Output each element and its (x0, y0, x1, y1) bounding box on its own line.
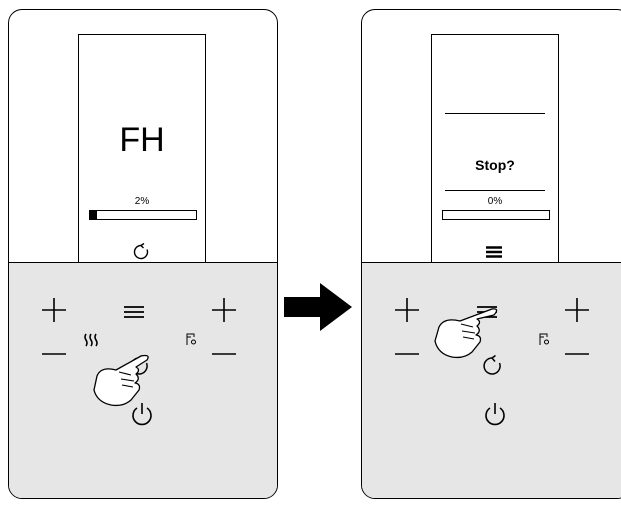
right-arrow-icon (284, 283, 354, 331)
plus-icon[interactable] (211, 297, 237, 323)
menu-icon (485, 246, 503, 258)
refresh-icon[interactable] (481, 354, 505, 378)
display-screen-left: FH 2% (78, 34, 206, 263)
progress-percent-label: 2% (134, 196, 150, 207)
minus-icon[interactable] (211, 352, 237, 356)
divider-line (445, 190, 545, 192)
minus-icon[interactable] (41, 352, 67, 356)
control-panel-left: FH 2% (8, 9, 278, 499)
pointing-hand-icon (430, 303, 502, 363)
control-panel-right: Stop? 0% (361, 9, 621, 499)
divider-line (445, 113, 545, 115)
minus-icon[interactable] (564, 352, 590, 356)
power-icon[interactable] (130, 401, 154, 427)
progress-fill (90, 211, 97, 219)
stop-prompt-text: Stop? (475, 157, 515, 173)
display-screen-right: Stop? 0% (431, 34, 559, 263)
power-icon[interactable] (483, 401, 507, 427)
floor-heating-icon[interactable] (83, 333, 99, 347)
progress-bar (89, 210, 197, 220)
plus-icon[interactable] (41, 297, 67, 323)
control-area-left (9, 262, 277, 498)
control-area-right (362, 262, 621, 498)
menu-icon[interactable] (123, 305, 145, 319)
plus-icon[interactable] (394, 297, 420, 323)
display-mode-text: FH (119, 121, 165, 159)
refresh-icon (132, 242, 152, 262)
water-tap-icon[interactable] (538, 332, 550, 346)
plus-icon[interactable] (564, 297, 590, 323)
progress-bar (442, 210, 550, 220)
water-tap-icon[interactable] (185, 332, 197, 346)
pointing-hand-icon (89, 350, 161, 410)
progress-percent-label: 0% (487, 196, 503, 207)
minus-icon[interactable] (394, 352, 420, 356)
